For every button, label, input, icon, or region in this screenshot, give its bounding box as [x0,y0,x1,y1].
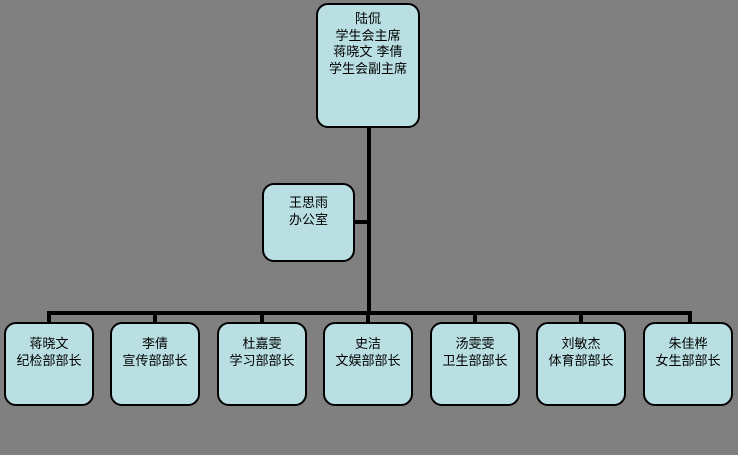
drop-connector-dept-3 [366,311,370,324]
node-department-entertainment[interactable]: 史洁 文娱部部长 [323,322,413,406]
department-title: 女生部部长 [655,353,721,369]
department-title: 学习部部长 [229,353,295,369]
drop-connector-dept-0 [47,311,51,324]
node-department-health[interactable]: 汤雯雯 卫生部部长 [430,322,520,406]
node-chairperson[interactable]: 陆侃 学生会主席 蒋晓文 李倩 学生会副主席 [316,3,420,128]
office-label: 办公室 [288,212,328,228]
department-head-name: 蒋晓文 [29,337,69,352]
department-title: 文娱部部长 [335,353,401,369]
trunk-connector-root-to-bus [367,128,371,315]
department-title: 宣传部部长 [122,353,188,369]
department-head-name: 杜嘉雯 [242,337,282,352]
node-department-sports[interactable]: 刘敏杰 体育部部长 [536,322,626,406]
node-department-girls[interactable]: 朱佳桦 女生部部长 [643,322,733,406]
drop-connector-dept-1 [153,311,157,324]
department-title: 纪检部部长 [16,353,82,369]
drop-connector-dept-5 [579,311,583,324]
department-head-name: 朱佳桦 [668,337,708,352]
vice-chairperson-title: 学生会副主席 [328,61,407,77]
node-department-study[interactable]: 杜嘉雯 学习部部长 [217,322,307,406]
department-head-name: 汤雯雯 [455,337,495,352]
connector-office-stub [353,220,369,224]
department-head-name: 史洁 [354,337,381,352]
department-head-name: 李倩 [141,337,168,352]
department-head-name: 刘敏杰 [561,337,601,352]
node-department-discipline[interactable]: 蒋晓文 纪检部部长 [4,322,94,406]
department-title: 卫生部部长 [442,353,508,369]
drop-connector-dept-6 [688,311,692,324]
office-head-name: 王思雨 [288,196,328,211]
drop-connector-dept-2 [260,311,264,324]
vice-chairperson-names: 蒋晓文 李倩 [333,45,403,61]
node-office[interactable]: 王思雨 办公室 [262,183,355,262]
node-department-publicity[interactable]: 李倩 宣传部部长 [110,322,200,406]
department-title: 体育部部长 [548,353,614,369]
chairperson-title: 学生会主席 [335,28,401,44]
drop-connector-dept-4 [473,311,477,324]
chairperson-name: 陆侃 [354,12,381,27]
